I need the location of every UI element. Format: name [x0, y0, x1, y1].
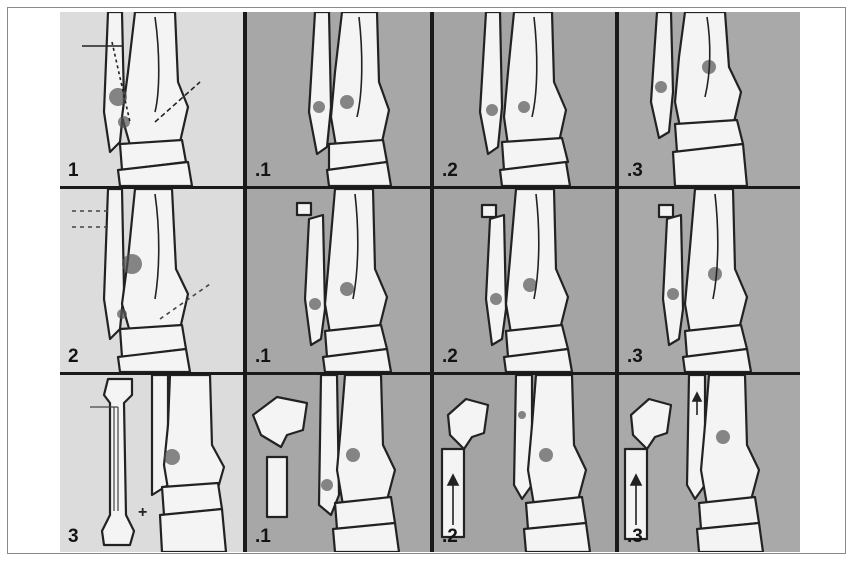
panel-label: .2: [442, 527, 458, 546]
panel-label: .3: [627, 527, 643, 546]
panel-row2-col3: .2: [434, 189, 615, 372]
svg-text:+: +: [138, 504, 147, 521]
panel-row2-col4: .3: [619, 189, 800, 372]
panel-row1-col2: .1: [247, 12, 430, 186]
panel-label: .3: [627, 161, 643, 180]
bone-drawing: [247, 189, 430, 372]
bone-drawing: +: [60, 375, 243, 552]
panel-row2-col2: .1: [247, 189, 430, 372]
panel-label: .1: [255, 527, 271, 546]
panel-label: .2: [442, 161, 458, 180]
bone-drawing: [619, 189, 800, 372]
panel-row3-col1: + 3: [60, 375, 243, 552]
bone-drawing: [247, 12, 430, 186]
bone-drawing: [247, 375, 430, 552]
bone-drawing: [434, 12, 615, 186]
panel-label: .3: [627, 347, 643, 366]
bone-drawing: [434, 189, 615, 372]
panel-row3-col2: .1: [247, 375, 430, 552]
panel-row1-col3: .2: [434, 12, 615, 186]
bone-drawing: [619, 375, 800, 552]
panel-row3-col4: .3: [619, 375, 800, 552]
bone-drawing: [60, 189, 243, 372]
panel-label: .1: [255, 161, 271, 180]
panel-label: .1: [255, 347, 271, 366]
panel-label: 3: [68, 527, 79, 546]
panel-row1-col1: 1: [60, 12, 243, 186]
panel-row1-col4: .3: [619, 12, 800, 186]
panel-label: 1: [68, 161, 79, 180]
panel-row2-col1: 2: [60, 189, 243, 372]
bone-drawing: [619, 12, 800, 186]
panel-label: 2: [68, 347, 79, 366]
bone-drawing: [434, 375, 615, 552]
panel-row3-col3: .2: [434, 375, 615, 552]
bone-drawing: [60, 12, 243, 186]
figure-grid: 1 .1: [60, 12, 800, 552]
figure: 1 .1: [60, 12, 800, 552]
panel-label: .2: [442, 347, 458, 366]
